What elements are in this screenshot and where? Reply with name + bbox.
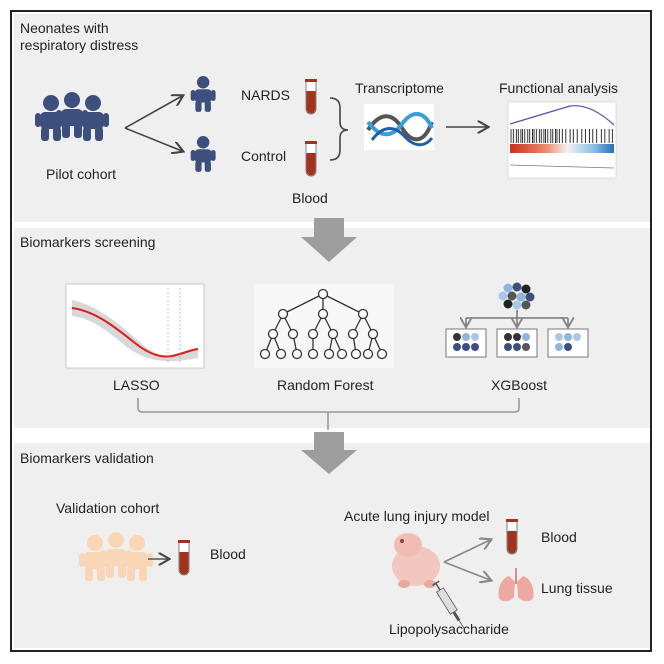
pilot-title-line2: respiratory distress [20,37,139,53]
lps-label: Lipopolysaccharide [389,621,509,637]
lung-icon [498,568,534,602]
xgboost-label: XGBoost [491,377,548,393]
lasso-label: LASSO [113,377,160,393]
blood-tube-icon [505,518,519,555]
validation-cohort-label: Validation cohort [56,500,160,516]
baby-group-icon [35,92,109,141]
model-arrows [443,540,490,580]
blood-label: Blood [292,190,328,206]
model-blood-label: Blood [541,529,577,545]
lung-tissue-label: Lung tissue [541,580,613,596]
enrichment-plot-icon [507,101,617,179]
validation-blood-label: Blood [210,546,246,562]
xgboost-icon [445,282,589,358]
blood-tube-icon [304,78,318,115]
random-forest-tree-icon [254,284,394,368]
nards-label: NARDS [241,87,291,103]
baby-group-icon [79,532,153,581]
baby-icon [190,76,216,112]
pilot-cohort-label: Pilot cohort [46,166,117,182]
big-down-arrow [301,432,357,474]
ali-model-label: Acute lung injury model [344,508,490,524]
big-down-arrow [301,218,357,262]
random-forest-label: Random Forest [277,377,374,393]
blood-tube-icon [304,140,318,177]
lasso-plot-icon [65,283,205,369]
baby-icon [190,136,216,172]
pilot-title-line1: Neonates with [20,20,109,36]
transcriptome-waves-icon [364,104,434,150]
syringe-icon [431,580,465,630]
control-label: Control [241,148,287,164]
functional-analysis-label: Functional analysis [499,80,619,96]
transcriptome-label: Transcriptome [355,80,444,96]
merge-bracket [137,398,520,430]
screening-title: Biomarkers screening [20,234,156,250]
bracket [329,97,349,161]
branch-arrows [124,96,182,151]
blood-tube-icon [177,539,191,576]
validation-title: Biomarkers validation [20,450,154,466]
mouse-pup-icon [392,533,440,588]
